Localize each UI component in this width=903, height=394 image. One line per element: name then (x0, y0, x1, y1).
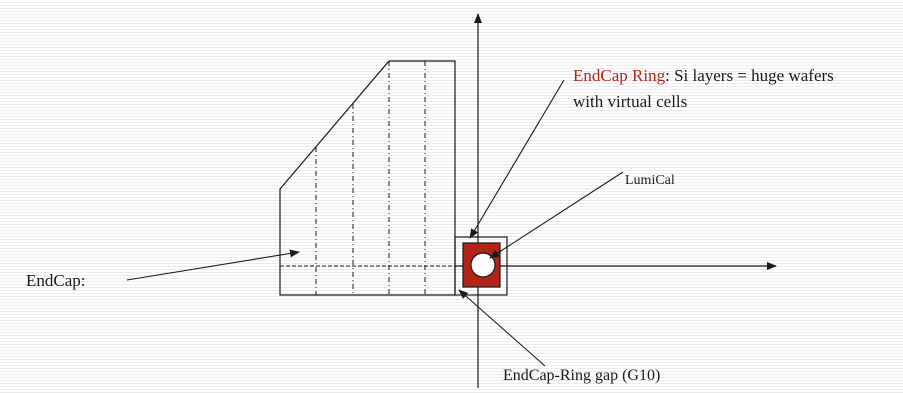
lumical-pointer-arrow (489, 171, 624, 259)
endcap-pointer-arrow (126, 249, 300, 281)
endcap-ring-pointer-arrow (469, 79, 565, 239)
endcap-outline (279, 60, 456, 296)
lumical-label: LumiCal (625, 173, 675, 188)
endcap-layer-lines (315, 61, 426, 295)
endcap-ring-label: EndCap Ring: Si layers = huge wafers (573, 66, 834, 85)
lumical-circle (470, 252, 496, 278)
gap-pointer-arrow (458, 289, 546, 367)
gap-label: EndCap-Ring gap (G10) (503, 367, 660, 384)
endcap-ring-description-line1: : Si layers = huge wafers (665, 66, 834, 85)
endcap-ring-description-line2: with virtual cells (573, 92, 687, 111)
endcap-label: EndCap: (26, 271, 86, 290)
endcap-ring-title: EndCap Ring (573, 66, 666, 85)
ring-gap-box (454, 236, 508, 296)
